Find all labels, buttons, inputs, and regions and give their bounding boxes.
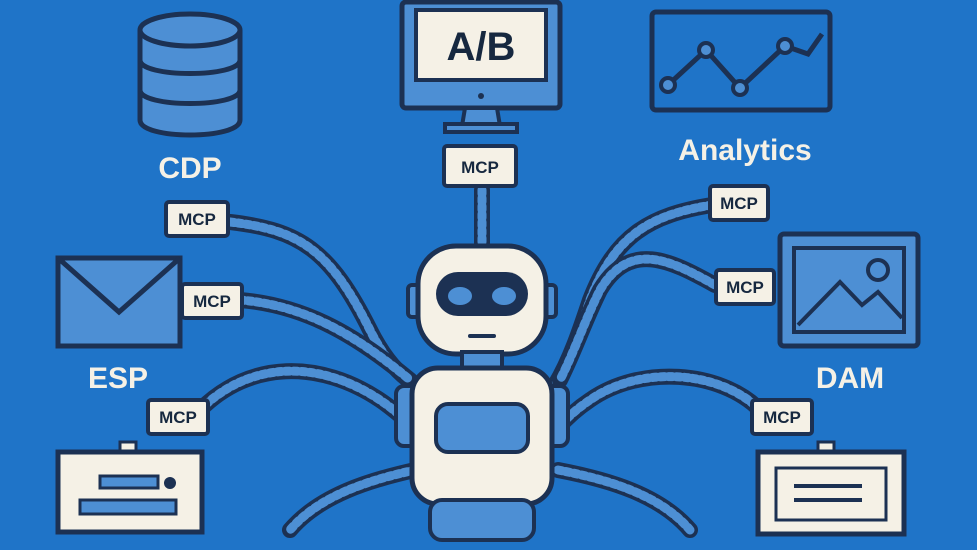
document-card-icon	[755, 440, 907, 537]
mcp-box-cdp: MCP	[164, 200, 230, 238]
database-icon	[137, 11, 243, 138]
cables	[125, 182, 829, 538]
esp-node: ESP	[55, 255, 183, 395]
mcp-box-dam: MCP	[714, 268, 776, 306]
image-icon	[777, 231, 921, 349]
cdp-node: CDP	[137, 11, 243, 185]
mcp-box-top: MCP	[442, 144, 518, 188]
cable-left-form	[192, 363, 423, 436]
document-card-right	[755, 440, 907, 537]
analytics-label: Analytics	[678, 134, 811, 167]
mcp-box-esp: MCP	[180, 282, 244, 320]
cdp-label: CDP	[158, 152, 221, 185]
analytics-node: Analytics	[649, 9, 833, 167]
monitor-icon	[399, 0, 563, 134]
mcp-box-left-form: MCP	[146, 398, 210, 436]
mcp-label-dam: MCP	[726, 278, 764, 297]
esp-label: ESP	[88, 362, 148, 395]
mcp-box-right-form: MCP	[750, 398, 814, 436]
mcp-label-cdp: MCP	[178, 210, 216, 229]
mcp-label-analytics: MCP	[720, 194, 758, 213]
mcp-label-top: MCP	[461, 158, 499, 177]
cable-right-form	[550, 368, 768, 436]
dam-node: DAM	[777, 231, 921, 395]
cable-left-bottom	[282, 462, 423, 538]
cable-dam	[552, 251, 723, 388]
envelope-icon	[55, 255, 183, 349]
mcp-label-left-form: MCP	[159, 408, 197, 427]
dam-label: DAM	[816, 362, 884, 395]
form-card-icon	[55, 440, 205, 535]
ab-label: A/B	[447, 25, 516, 69]
mcp-label-esp: MCP	[193, 292, 231, 311]
cable-esp	[232, 292, 418, 388]
form-card-left	[55, 440, 205, 535]
mcp-connectors: MCP MCP MCP MCP MCP MCP MCP	[146, 144, 814, 436]
mcp-box-analytics: MCP	[708, 184, 770, 222]
mcp-label-right-form: MCP	[763, 408, 801, 427]
cable-right-bottom	[550, 462, 698, 538]
robot-icon	[394, 243, 570, 542]
ab-node: A/B	[399, 0, 563, 134]
line-chart-icon	[649, 9, 833, 113]
